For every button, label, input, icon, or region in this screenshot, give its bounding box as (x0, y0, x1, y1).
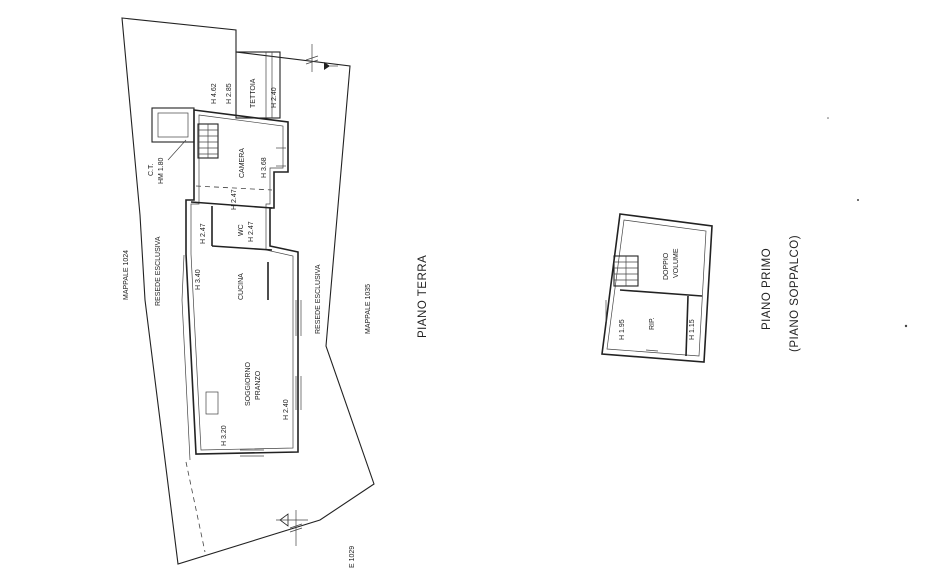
height-2-40-bottom: H 2.40 (283, 399, 290, 420)
mappale-1024-label: MAPPALE 1024 (123, 250, 130, 300)
first-floor-plan (601, 213, 713, 363)
ct-leader (167, 139, 187, 161)
tettoia-label: TETTOIA (250, 78, 257, 108)
height-3-68: H 3.68 (261, 157, 268, 178)
height-4-62: H 4.62 (211, 83, 218, 104)
ct-height-label: HM 1.80 (158, 157, 165, 184)
piano-primo-title: PIANO PRIMO (761, 248, 773, 330)
soggiorno-label: SOGGIORNO (245, 361, 252, 406)
height-2-47-left: H 2.47 (200, 223, 207, 244)
piano-soppalco-subtitle: (PIANO SOPPALCO) (789, 235, 801, 352)
pranzo-label: PRANZO (255, 370, 262, 400)
piano-terra-title: PIANO TERRA (417, 255, 429, 338)
height-1-95: H 1.95 (619, 319, 626, 340)
entrance-marker-top (305, 44, 338, 72)
stair-ground (197, 123, 219, 159)
ct-room (151, 107, 195, 143)
ct-label: C.T. (148, 164, 155, 177)
cucina-label: CUCINA (238, 273, 245, 300)
wc-label: WC (238, 224, 245, 236)
entrance-marker-bottom (276, 510, 308, 546)
main-building-inner-outline (190, 114, 294, 451)
rip-label: RIP. (649, 317, 656, 330)
height-2-47-ceiling: H 2.47 (231, 189, 238, 210)
main-building-outline (185, 109, 299, 455)
height-2-40-top: H 2.40 (271, 87, 278, 108)
wall-camera-wc (190, 201, 273, 209)
plot-inner-line (181, 254, 191, 461)
mappale-1035-label: MAPPALE 1035 (365, 284, 372, 334)
scan-dot (904, 324, 908, 328)
scan-dot (827, 117, 829, 119)
height-2-47-wc: H 2.47 (248, 221, 255, 242)
volume-label: VOLUME (673, 248, 680, 278)
resede-right-label: RESEDE ESCLUSIVA (315, 264, 322, 334)
plot-boundary (121, 17, 375, 565)
height-2-85: H 2.85 (226, 83, 233, 104)
plot-inner-dashed (185, 461, 206, 553)
scan-dot (857, 199, 859, 201)
wall-camera-dashed (195, 185, 273, 191)
resede-left-label: RESEDE ESCLUSIVA (155, 236, 162, 306)
camera-label: CAMERA (239, 148, 246, 178)
height-1-15: H 1.15 (689, 319, 696, 340)
height-3-20: H 3.20 (221, 425, 228, 446)
windows-ground (205, 147, 302, 457)
mappale-1029-label: E 1029 (349, 546, 356, 568)
height-3-40: H 3.40 (195, 269, 202, 290)
wall-wc-cucina (211, 245, 273, 251)
doppio-label: DOPPIO (663, 252, 670, 280)
